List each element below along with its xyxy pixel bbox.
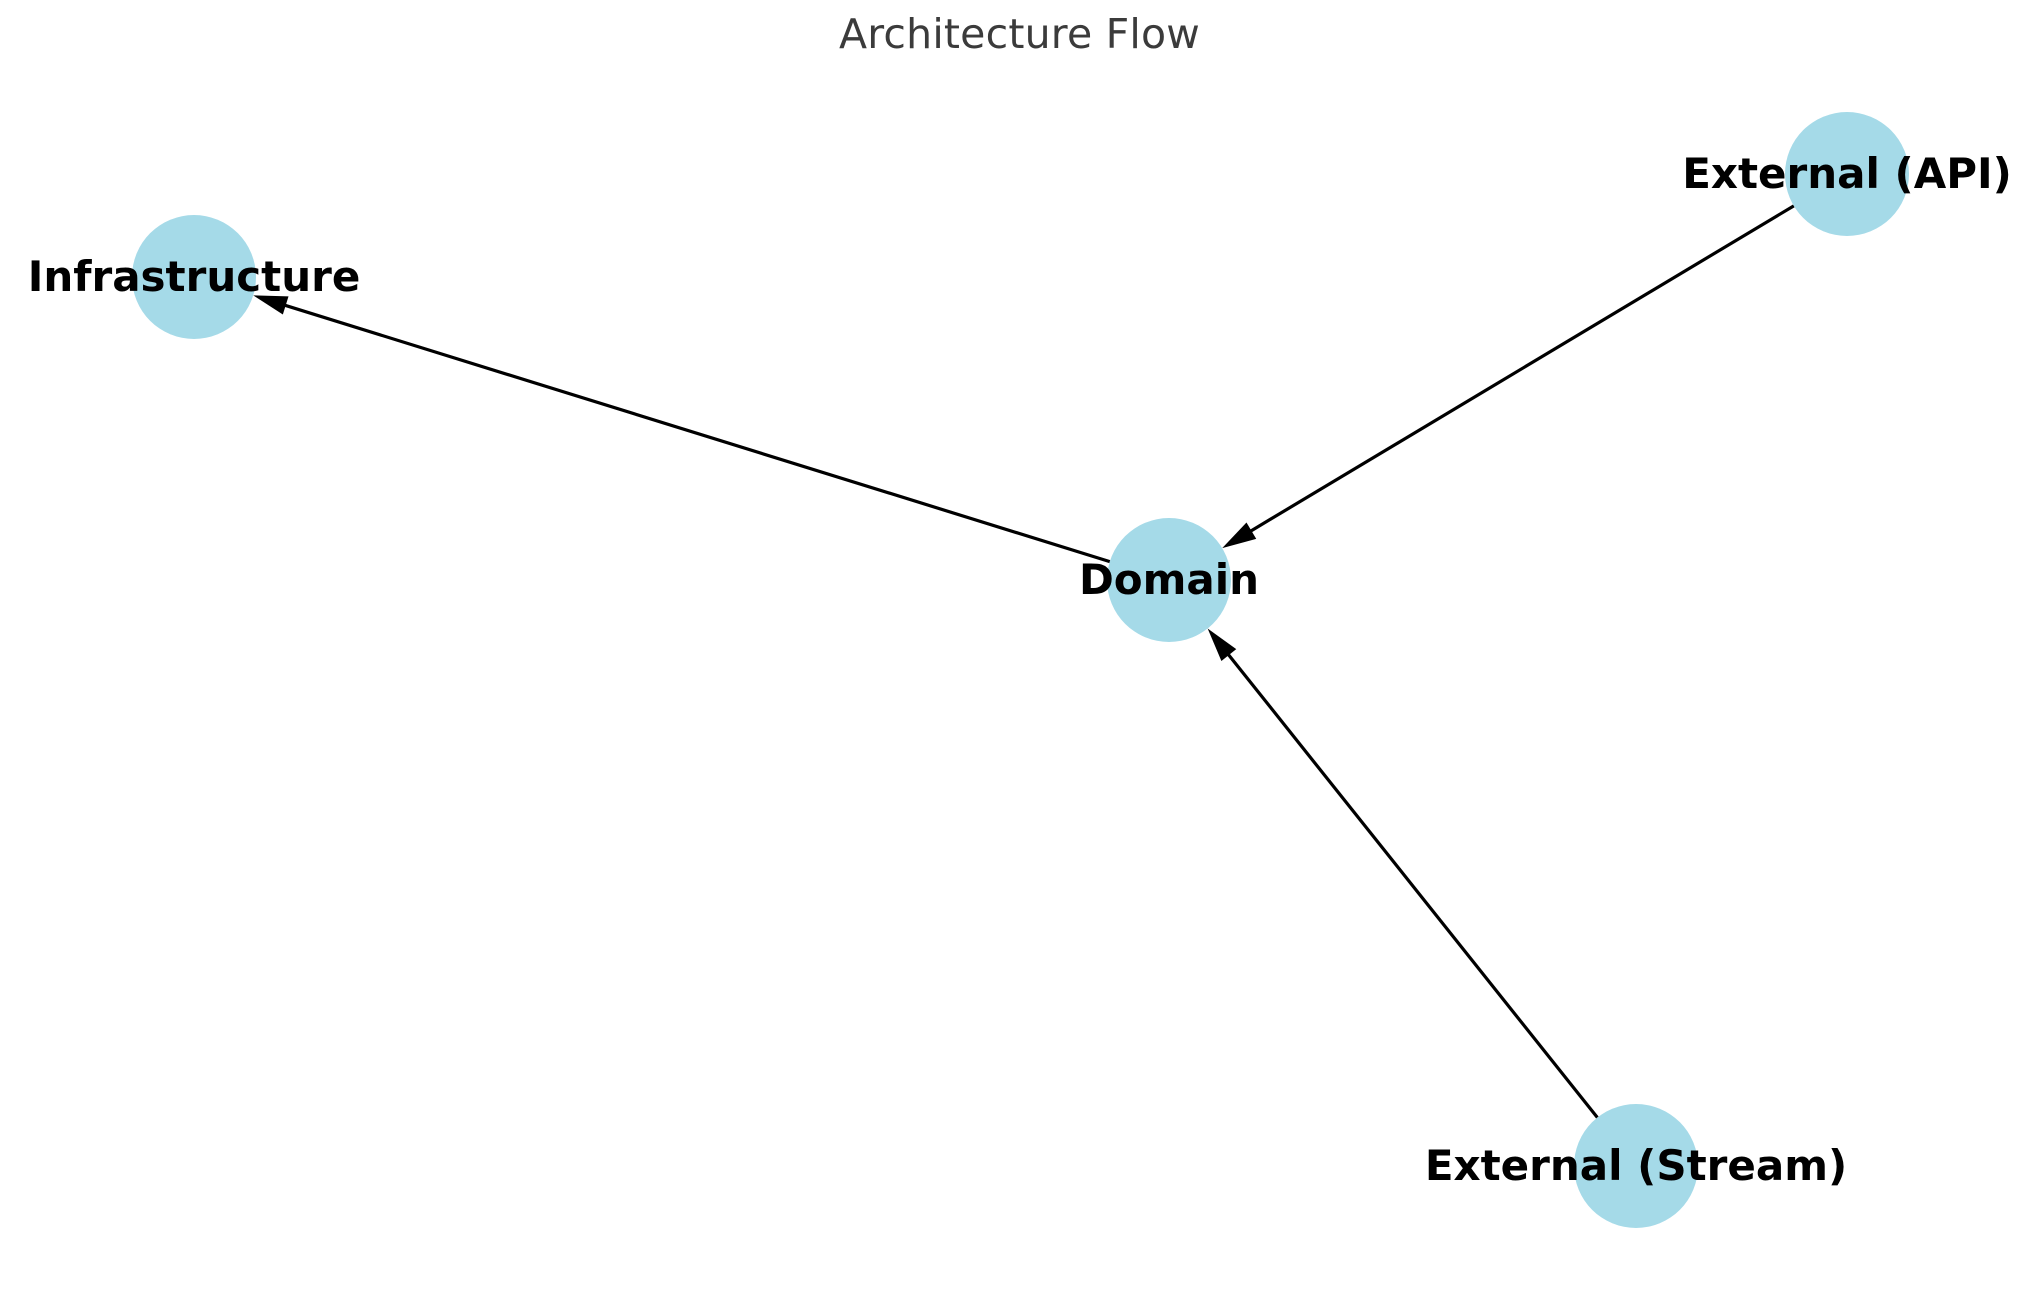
page-title: Architecture Flow [838, 10, 1201, 58]
nodes-layer [132, 112, 1909, 1228]
edges-layer [253, 204, 1795, 1119]
edge-domain-infrastructure [282, 303, 1111, 564]
graph-node-infrastructure[interactable] [132, 215, 256, 339]
edge-api-domain [1248, 204, 1795, 534]
edge-stream-domain-arrowhead [1207, 628, 1237, 661]
graph-node-external_api[interactable] [1785, 112, 1909, 236]
graph-node-domain[interactable] [1107, 518, 1231, 642]
edge-api-domain-arrowhead [1222, 522, 1257, 549]
graph-node-external_stream[interactable] [1574, 1104, 1698, 1228]
edge-stream-domain [1225, 651, 1599, 1119]
edge-domain-infrastructure-arrowhead [253, 295, 289, 315]
